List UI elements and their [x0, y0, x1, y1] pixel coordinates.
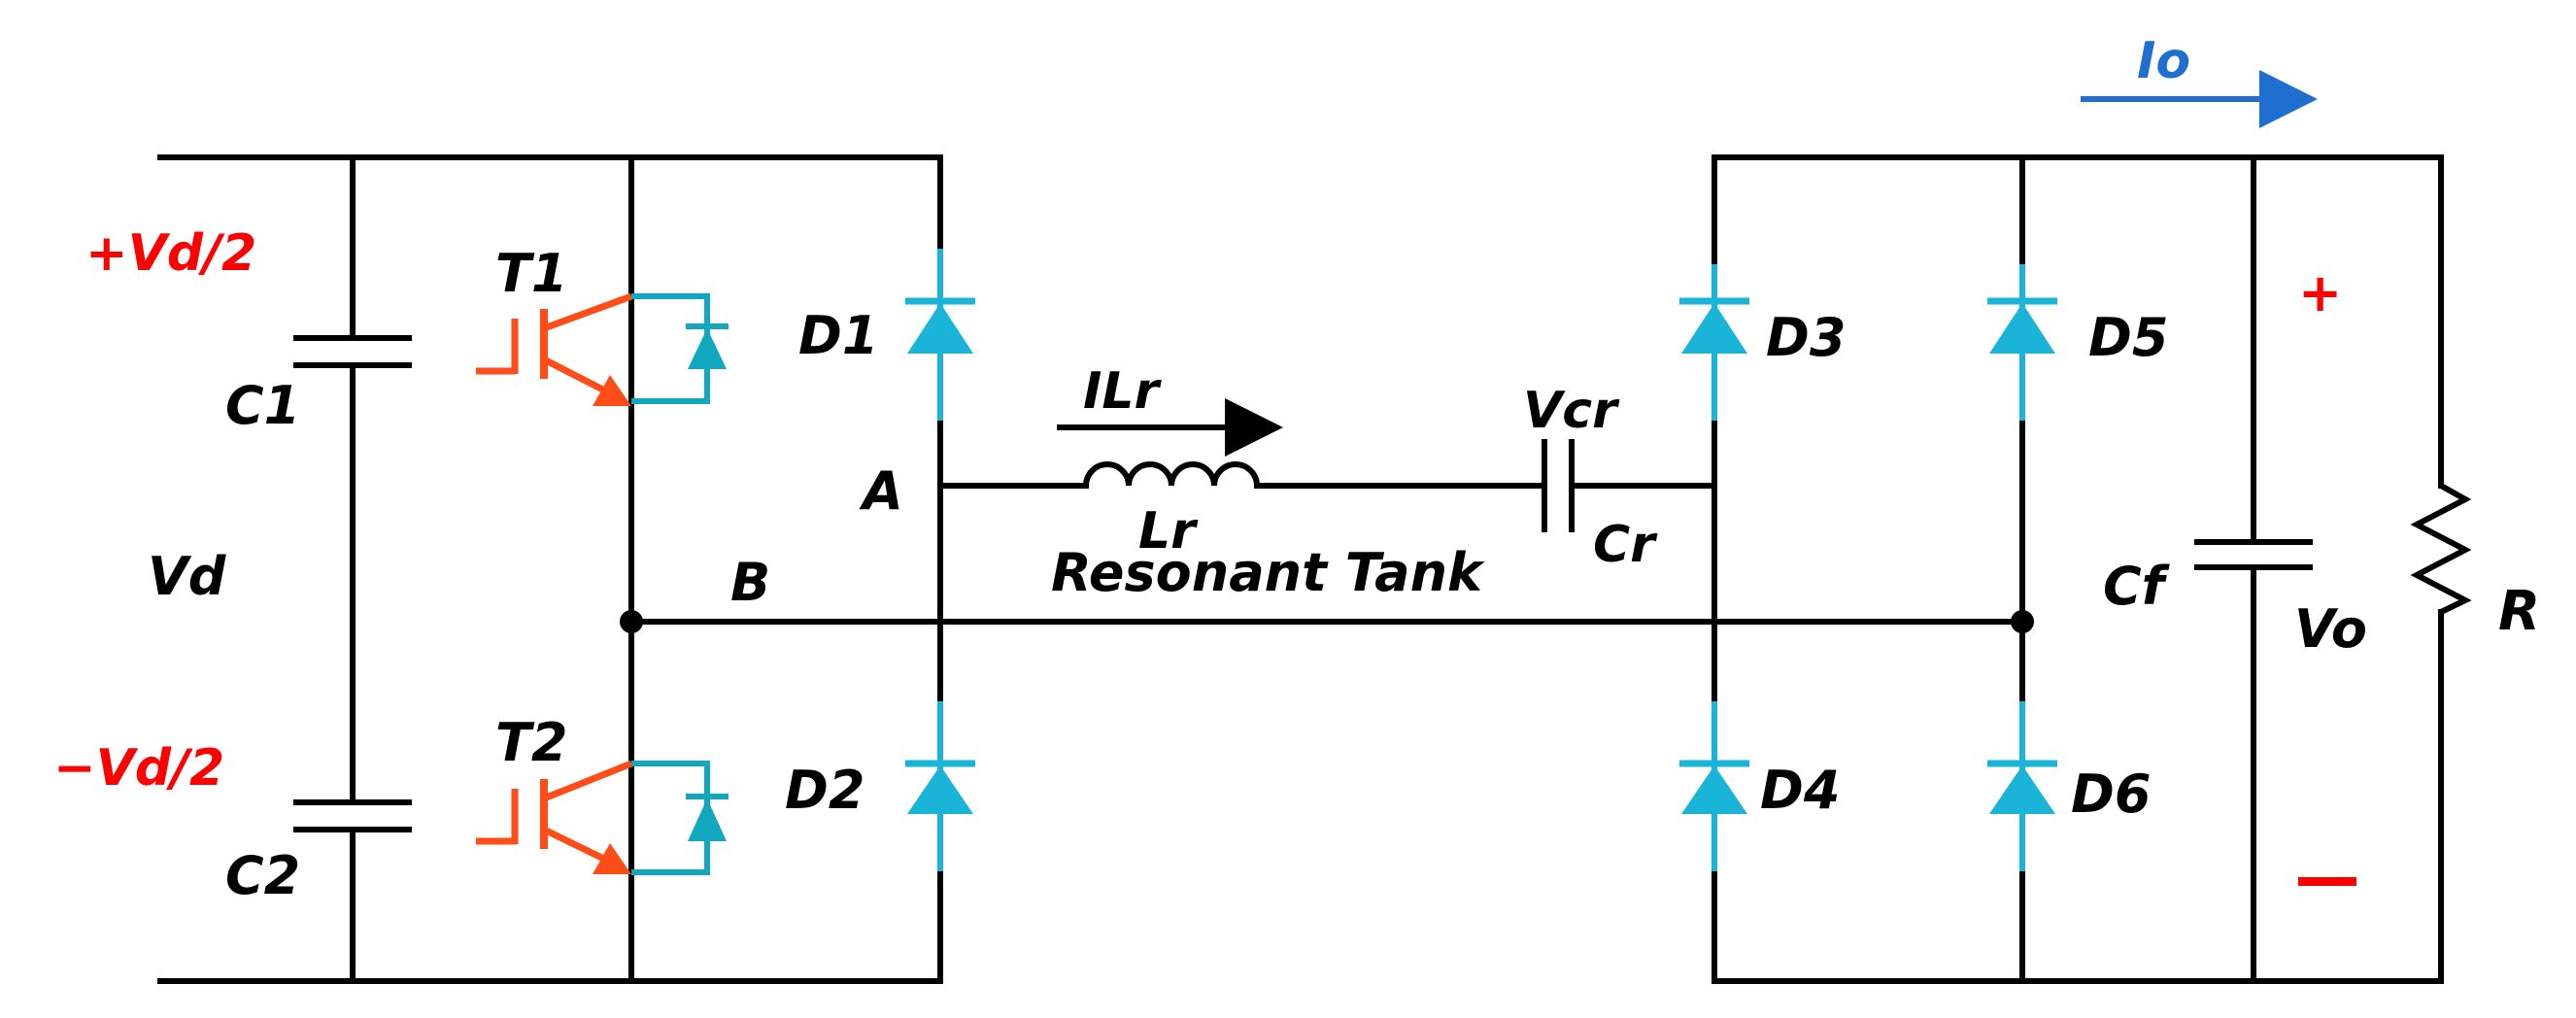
diode-d5	[1987, 297, 2057, 354]
label-cr: Cr	[1593, 516, 1658, 574]
label-io: Io	[2137, 32, 2190, 90]
output-minus-mark	[2298, 877, 2356, 886]
igbt-t2	[476, 760, 633, 874]
label-d6: D6	[2071, 764, 2151, 825]
label-vcr: Vcr	[1523, 382, 1620, 440]
inductor-lr	[1083, 461, 1262, 489]
label-d1: D1	[798, 305, 878, 366]
label-t2: T2	[495, 712, 567, 773]
label-vo: Vo	[2294, 598, 2367, 660]
label-d3: D3	[1766, 307, 1846, 368]
label-resonant-tank: Resonant Tank	[1051, 542, 1485, 603]
label-node-b: B	[730, 552, 770, 613]
label-vd-plus: +Vd/2	[85, 224, 256, 283]
antiparallel-diode-t2	[631, 761, 729, 875]
capacitor-c1	[293, 335, 412, 368]
diode-d6	[1987, 760, 2057, 814]
label-ilr: ILr	[1083, 362, 1162, 421]
load-resistor-r	[2410, 154, 2472, 984]
label-vd: Vd	[148, 546, 227, 607]
label-d2: D2	[785, 760, 864, 821]
node-b-dot-right	[2011, 610, 2034, 633]
label-lr: Lr	[1138, 502, 1199, 560]
label-r: R	[2498, 580, 2540, 643]
label-c2: C2	[225, 845, 300, 906]
label-vd-minus: −Vd/2	[53, 739, 224, 797]
antiparallel-diode-t1	[631, 293, 729, 404]
igbt-t1	[476, 292, 633, 406]
label-t1: T1	[495, 243, 567, 304]
label-c1: C1	[225, 375, 300, 436]
diode-d1	[905, 297, 975, 354]
dc-bus-wires	[157, 154, 943, 984]
label-plus: +	[2298, 262, 2342, 323]
label-d5: D5	[2088, 307, 2168, 368]
capacitor-cr	[1542, 439, 1575, 532]
label-cf: Cf	[2103, 556, 2171, 617]
diode-d4	[1679, 760, 1749, 814]
diode-d2	[905, 760, 975, 814]
diode-d3	[1679, 297, 1749, 354]
label-node-a: A	[859, 460, 903, 522]
label-d4: D4	[1760, 760, 1840, 821]
filter-capacitor-cf	[2194, 154, 2313, 984]
capacitor-c2	[293, 799, 412, 832]
output-bus-wires	[1712, 154, 2444, 984]
